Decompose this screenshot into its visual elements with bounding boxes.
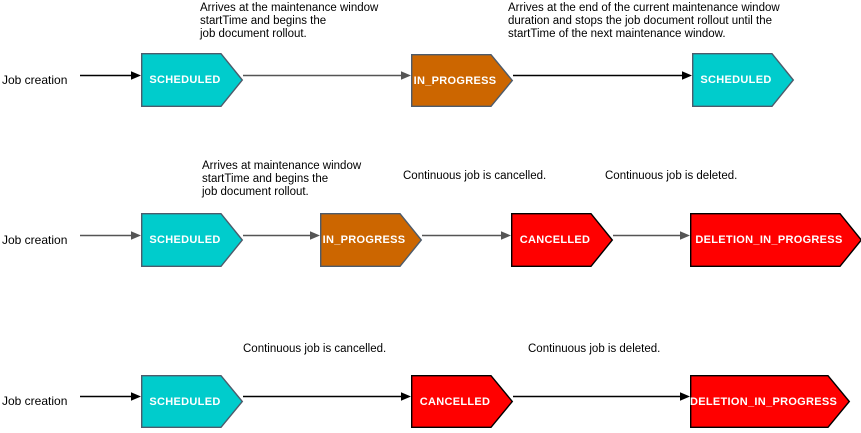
state-node-shape [691, 52, 795, 107]
state-node-shape [140, 52, 244, 107]
state-node-in-progress: IN_PROGRESS [319, 212, 423, 267]
state-node-shape [319, 212, 423, 267]
state-node-deletion-in-progress: DELETION_IN_PROGRESS [689, 212, 861, 267]
job-creation-label: Job creation [2, 233, 68, 247]
annotation-line: Arrives at the maintenance window [200, 2, 379, 14]
annotation-line: Arrives at the end of the current mainte… [508, 2, 780, 14]
state-node-label: IN_PROGRESS [413, 74, 497, 87]
annotation-line: startTime of the next maintenance window… [508, 28, 726, 41]
transition-arrow [422, 230, 511, 241]
transition-arrow [80, 230, 141, 241]
state-node-shape [140, 212, 244, 267]
state-node-label: DELETION_IN_PROGRESS [695, 234, 843, 246]
transition-annotation: Continuous job is deleted. [528, 343, 660, 356]
annotation-line: duration and stops the job document roll… [508, 15, 773, 28]
job-creation-label: Job creation [2, 73, 68, 87]
state-node-cancelled: CANCELLED [410, 374, 514, 428]
transition-arrow [513, 70, 692, 81]
transition-arrow [613, 230, 690, 241]
transition-arrow [80, 391, 141, 402]
state-node-shape [140, 374, 244, 428]
transition-annotation: Continuous job is cancelled. [243, 343, 386, 356]
state-node-label: DELETION_IN_PROGRESS [690, 395, 838, 408]
state-node-label: IN_PROGRESS [322, 234, 406, 246]
transition-arrow [513, 391, 690, 402]
annotation-line: startTime and begins the [202, 173, 329, 186]
state-node-scheduled: SCHEDULED [691, 52, 795, 107]
annotation-line: Continuous job is cancelled. [243, 343, 387, 355]
transition-annotation: Arrives at the end of the current mainte… [508, 2, 780, 42]
annotation-line: Continuous job is deleted. [605, 170, 738, 182]
transition-annotation: Continuous job is cancelled. [403, 170, 546, 183]
annotation-line: Continuous job is cancelled. [403, 170, 547, 182]
state-node-label: CANCELLED [519, 234, 591, 246]
state-node-scheduled: SCHEDULED [140, 374, 244, 428]
state-node-scheduled: SCHEDULED [140, 52, 244, 107]
state-node-shape [510, 212, 614, 267]
transition-arrow [243, 70, 411, 81]
state-node-label: SCHEDULED [149, 395, 221, 408]
state-node-shape [410, 374, 514, 428]
transition-arrow [243, 391, 411, 402]
annotation-line: job document rollout. [200, 28, 307, 41]
transition-arrow [243, 230, 320, 241]
annotation-line: startTime and begins the [200, 15, 327, 28]
state-node-label: SCHEDULED [149, 74, 221, 86]
transition-arrow [80, 70, 141, 81]
state-node-scheduled: SCHEDULED [140, 212, 244, 267]
transition-annotation: Continuous job is deleted. [605, 170, 737, 183]
state-node-label: SCHEDULED [700, 74, 772, 86]
state-node-deletion-in-progress: DELETION_IN_PROGRESS [689, 374, 851, 428]
state-node-shape [410, 53, 514, 107]
state-node-cancelled: CANCELLED [510, 212, 614, 267]
job-creation-label: Job creation [2, 394, 68, 408]
state-node-label: CANCELLED [419, 395, 491, 408]
annotation-line: Continuous job is deleted. [528, 343, 661, 355]
state-node-shape [689, 374, 851, 428]
annotation-line: Arrives at maintenance window [202, 160, 362, 172]
annotation-line: job document rollout. [202, 186, 309, 199]
state-node-shape [689, 212, 861, 267]
state-node-in-progress: IN_PROGRESS [410, 53, 514, 107]
state-node-label: SCHEDULED [149, 234, 221, 246]
